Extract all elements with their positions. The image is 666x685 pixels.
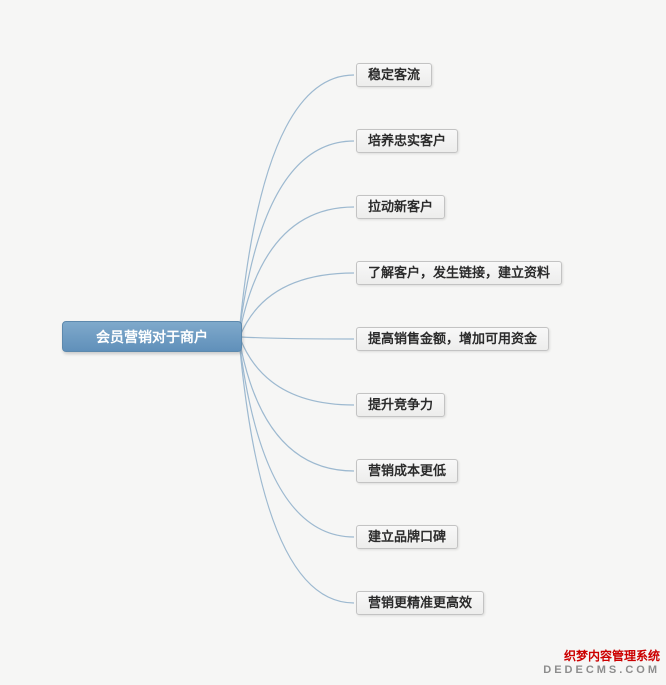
branch-node-new-customers[interactable]: 拉动新客户 [356, 195, 446, 219]
branch-node-understand-customers[interactable]: 了解客户，发生链接，建立资料 [356, 261, 563, 285]
watermark: 织梦内容管理系统 DEDECMS.COM [543, 649, 660, 677]
central-topic-node[interactable]: 会员营销对于商户 [62, 321, 242, 352]
branch-node-competitiveness[interactable]: 提升竞争力 [356, 393, 446, 417]
connector-line [238, 338, 355, 604]
branch-node-stable-customer-flow[interactable]: 稳定客流 [356, 63, 433, 87]
branch-node-precise-marketing[interactable]: 营销更精准更高效 [356, 591, 485, 615]
branch-node-loyal-customers[interactable]: 培养忠实客户 [356, 129, 459, 153]
branch-node-increase-sales[interactable]: 提高销售金额，增加可用资金 [356, 327, 550, 351]
watermark-text-cn: 织梦内容管理系统 [563, 649, 660, 663]
connector-line [238, 206, 355, 337]
connector-line [238, 337, 355, 472]
connector-line [239, 272, 355, 337]
branch-node-brand-reputation[interactable]: 建立品牌口碑 [356, 525, 459, 549]
connector-line [238, 140, 355, 336]
branch-node-lower-cost[interactable]: 营销成本更低 [356, 459, 459, 483]
connector-line [238, 338, 355, 538]
connector-line [238, 74, 355, 336]
connector-line [239, 337, 355, 406]
watermark-text-en: DEDECMS.COM [543, 664, 660, 676]
connector-line [240, 336, 355, 340]
